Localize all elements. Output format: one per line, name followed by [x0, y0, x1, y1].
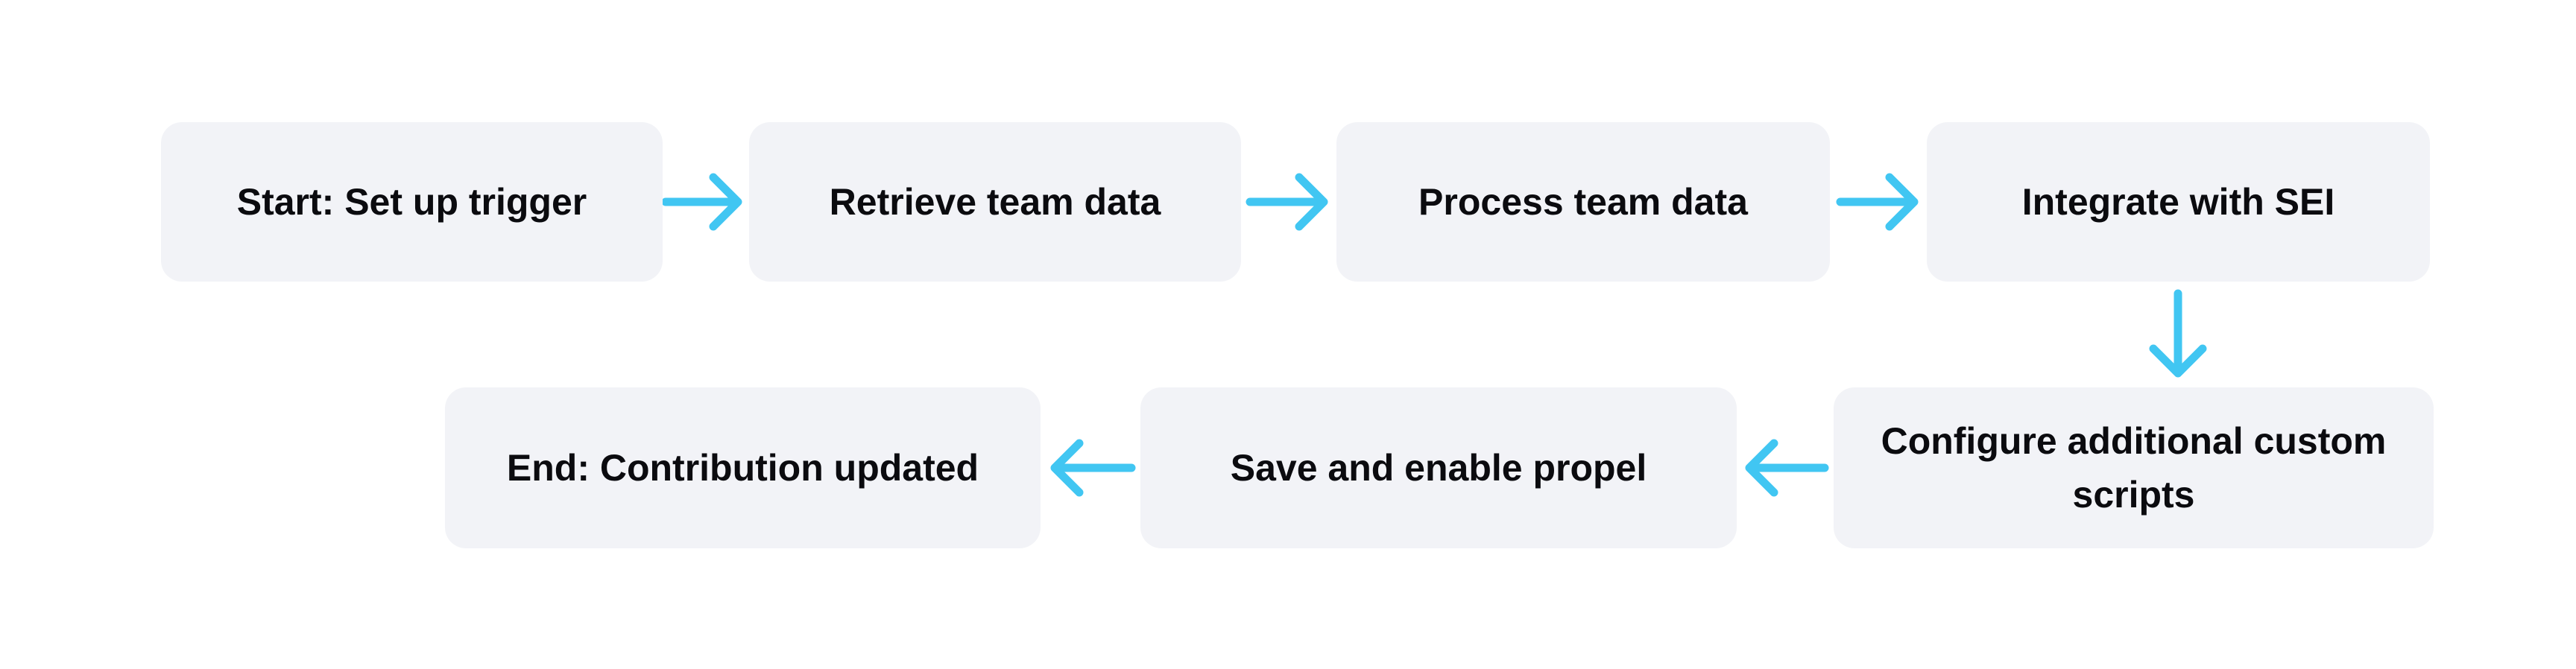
flow-node-configure-label: Configure additional custom scripts [1881, 420, 2387, 516]
flow-node-retrieve-label: Retrieve team data [829, 181, 1161, 223]
flow-node-start: Start: Set up trigger [161, 122, 663, 282]
flow-node-retrieve: Retrieve team data [749, 122, 1241, 282]
arrow-left-icon [1745, 439, 1829, 497]
flow-node-configure: Configure additional custom scripts [1834, 387, 2434, 548]
arrow-right-icon [1246, 173, 1328, 231]
flow-node-end: End: Contribution updated [445, 387, 1041, 548]
flow-node-save-label: Save and enable propel [1230, 447, 1647, 489]
flow-node-process: Process team data [1336, 122, 1830, 282]
arrow-left-icon [1050, 439, 1136, 497]
arrow-down-icon [2149, 289, 2207, 378]
flow-node-process-label: Process team data [1418, 181, 1748, 223]
flow-node-integrate-label: Integrate with SEI [2021, 181, 2335, 223]
arrow-right-icon [663, 173, 742, 231]
flow-node-integrate: Integrate with SEI [1927, 122, 2430, 282]
flow-node-end-label: End: Contribution updated [506, 447, 979, 489]
flow-node-start-label: Start: Set up trigger [236, 181, 587, 223]
flow-node-save: Save and enable propel [1140, 387, 1737, 548]
arrow-right-icon [1836, 173, 1919, 231]
